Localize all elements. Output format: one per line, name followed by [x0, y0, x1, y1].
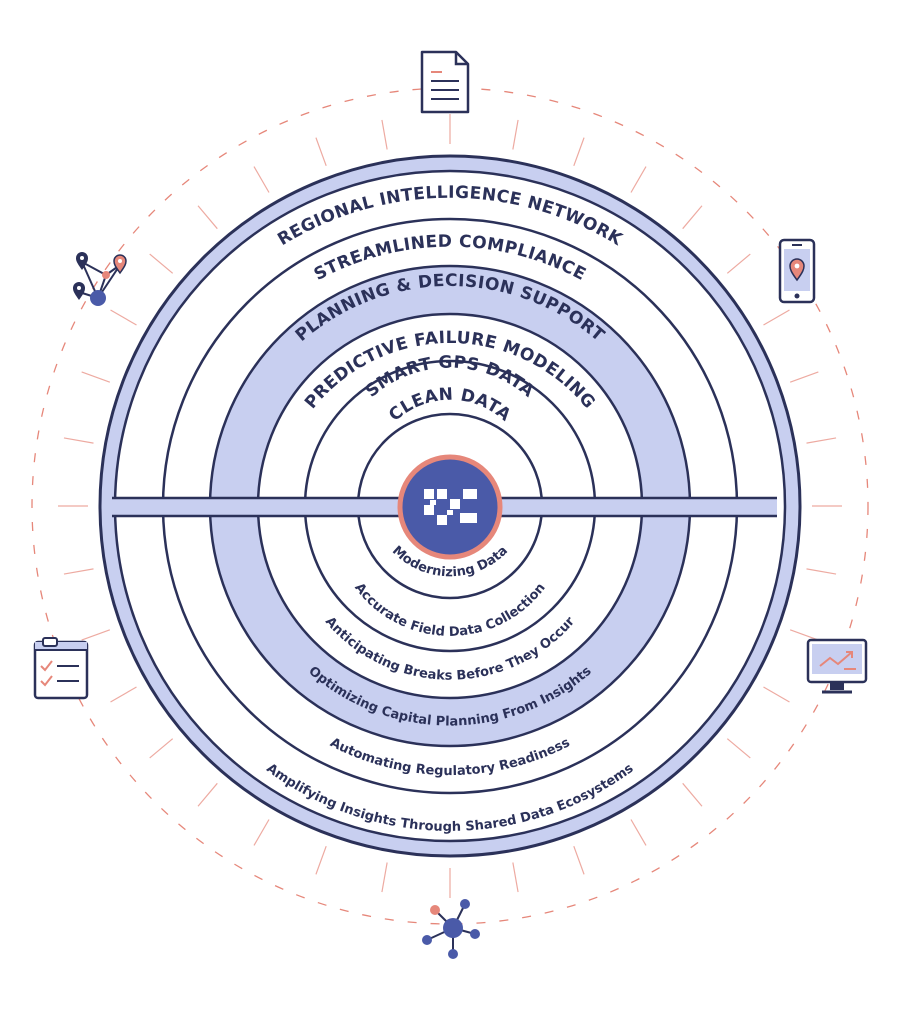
- tick-mark: [197, 205, 218, 230]
- tick-mark: [806, 568, 837, 575]
- tick-mark: [789, 629, 819, 641]
- tick-mark: [253, 166, 270, 193]
- tick-mark: [806, 437, 837, 444]
- tick-mark: [763, 309, 790, 326]
- tick-mark: [315, 137, 327, 167]
- tick-mark: [682, 782, 703, 807]
- mobile-map-pin-icon: [778, 238, 816, 304]
- outer-dashed-ring: [31, 87, 869, 925]
- tick-mark: [573, 845, 585, 875]
- tick-mark: [315, 845, 327, 875]
- tick-mark: [630, 819, 647, 846]
- tick-mark: [789, 371, 819, 383]
- tick-mark: [81, 629, 111, 641]
- tick-mark: [763, 686, 790, 703]
- tick-mark: [381, 862, 388, 893]
- tick-mark: [110, 309, 137, 326]
- tick-mark: [573, 137, 585, 167]
- tick-mark: [197, 782, 218, 807]
- analytics-monitor-icon: [806, 638, 868, 694]
- tick-mark: [110, 686, 137, 703]
- tick-mark: [149, 738, 174, 759]
- tick-mark: [682, 205, 703, 230]
- tick-mark: [512, 119, 519, 150]
- tick-mark: [253, 819, 270, 846]
- data-flow-logo-icon: [424, 489, 477, 525]
- tick-mark: [149, 253, 174, 274]
- tick-mark: [63, 437, 94, 444]
- tick-mark: [512, 862, 519, 893]
- tick-mark: [726, 738, 751, 759]
- network-hub-icon: [422, 899, 480, 959]
- tick-mark: [63, 568, 94, 575]
- location-network-icon: [73, 252, 127, 306]
- tick-mark: [630, 166, 647, 193]
- tick-mark: [381, 119, 388, 150]
- document-icon: [420, 50, 470, 114]
- checklist-clipboard-icon: [33, 637, 89, 700]
- tick-mark: [81, 371, 111, 383]
- outer-icons: [33, 50, 868, 959]
- tick-mark: [726, 253, 751, 274]
- center-logo: [397, 454, 503, 560]
